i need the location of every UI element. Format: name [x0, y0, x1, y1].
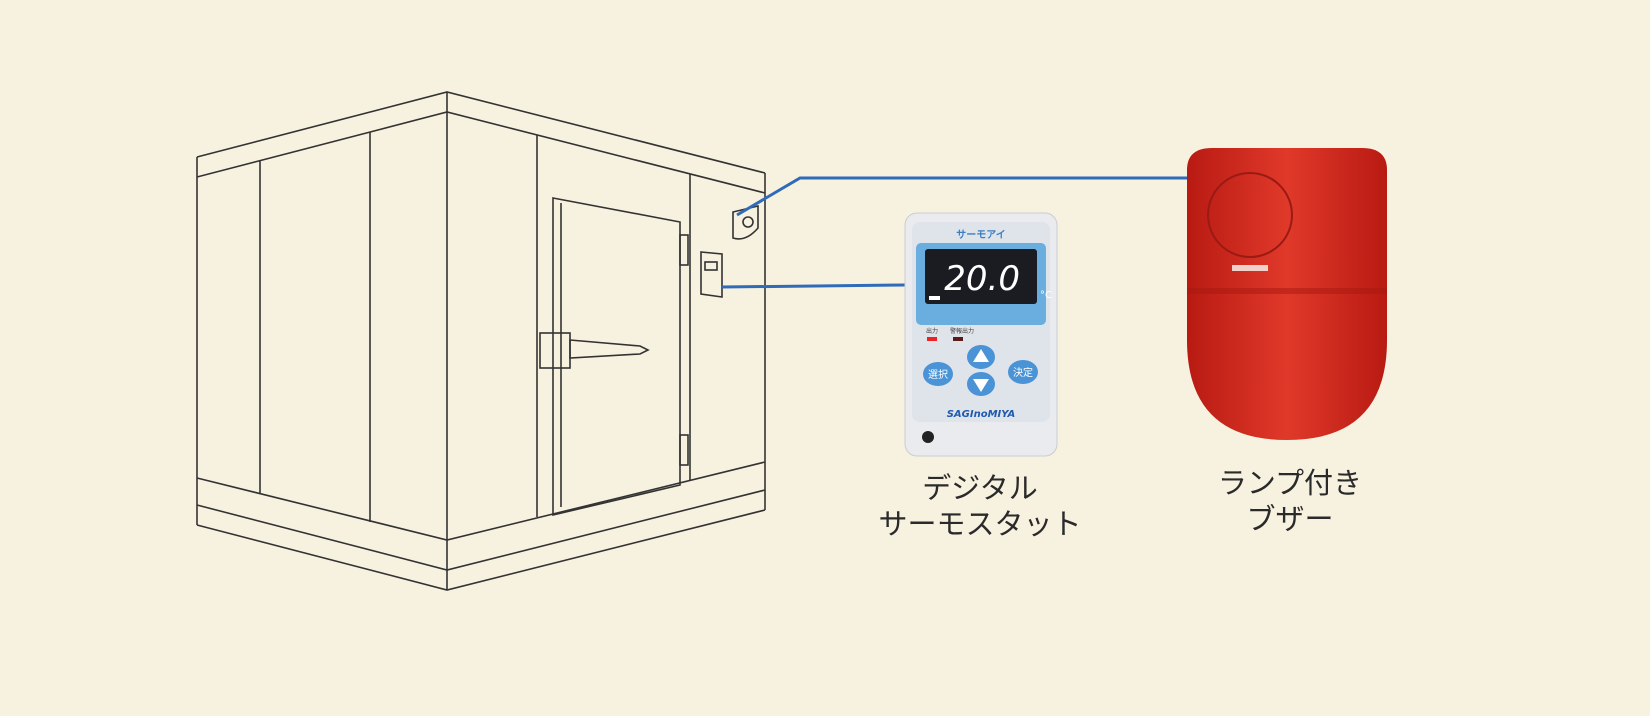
- output-indicator-label: 出力: [926, 327, 938, 335]
- alarm-indicator-label: 警報出力: [950, 327, 974, 335]
- enter-button-label: 決定: [1013, 366, 1033, 379]
- thermostat-brand: サーモアイ: [956, 229, 1006, 241]
- up-arrow-icon: [973, 349, 989, 362]
- maker-logo: SAGInoMIYA: [947, 409, 1016, 420]
- buzzer-label: ランプ付き ブザー: [1160, 465, 1420, 537]
- lamp-buzzer: [1187, 148, 1387, 440]
- digital-thermostat: サーモアイ 20.0 °C 出力 警報出力 選択 決定 SAGInoMIYA: [904, 212, 1058, 457]
- buzzer-label-line1: ランプ付き: [1217, 466, 1363, 500]
- enter-button[interactable]: [1008, 360, 1038, 384]
- cold-room-drawing: [196, 91, 766, 591]
- wires: [721, 176, 1192, 289]
- select-button-label: 選択: [928, 368, 948, 381]
- thermostat-label: デジタル サーモスタット: [850, 470, 1110, 542]
- thermostat-label-line1: デジタル: [922, 471, 1038, 505]
- down-arrow-icon: [973, 379, 989, 392]
- select-button[interactable]: [923, 362, 953, 386]
- thermostat-display: 20.0: [944, 259, 1020, 299]
- thermostat-unit: °C: [1040, 290, 1052, 301]
- thermostat-label-line2: サーモスタット: [878, 507, 1082, 541]
- buzzer-label-line2: ブザー: [1246, 502, 1334, 536]
